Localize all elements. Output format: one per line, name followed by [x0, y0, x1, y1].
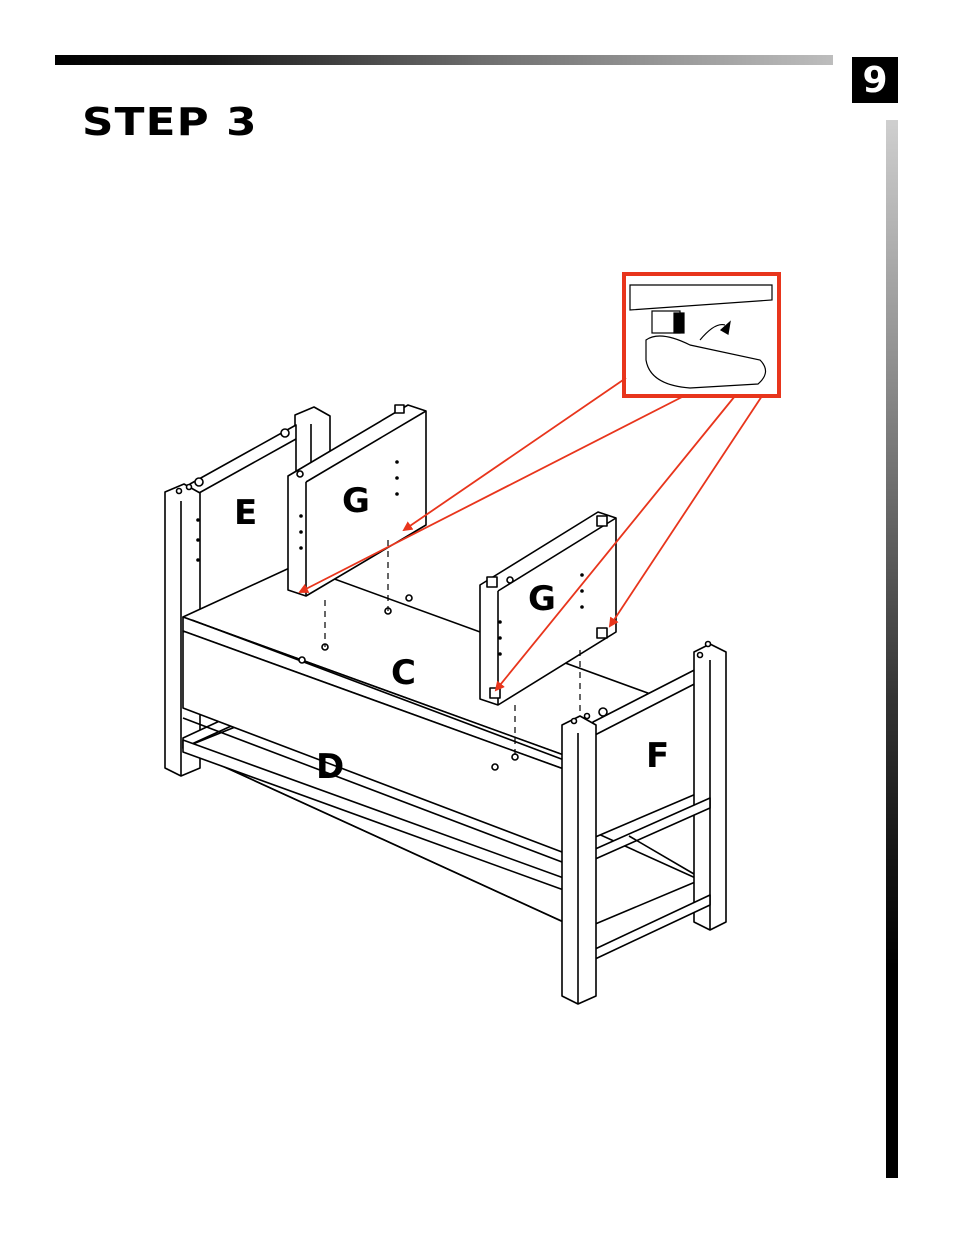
right-back-post [694, 642, 726, 931]
label-c: C [391, 653, 416, 693]
label-e: E [234, 493, 257, 533]
label-d: D [316, 747, 344, 787]
label-g-right: G [528, 579, 556, 619]
detail-callout [624, 274, 779, 396]
label-g-left: G [342, 481, 370, 521]
front-right-post [562, 714, 596, 1005]
label-f: F [646, 736, 669, 776]
